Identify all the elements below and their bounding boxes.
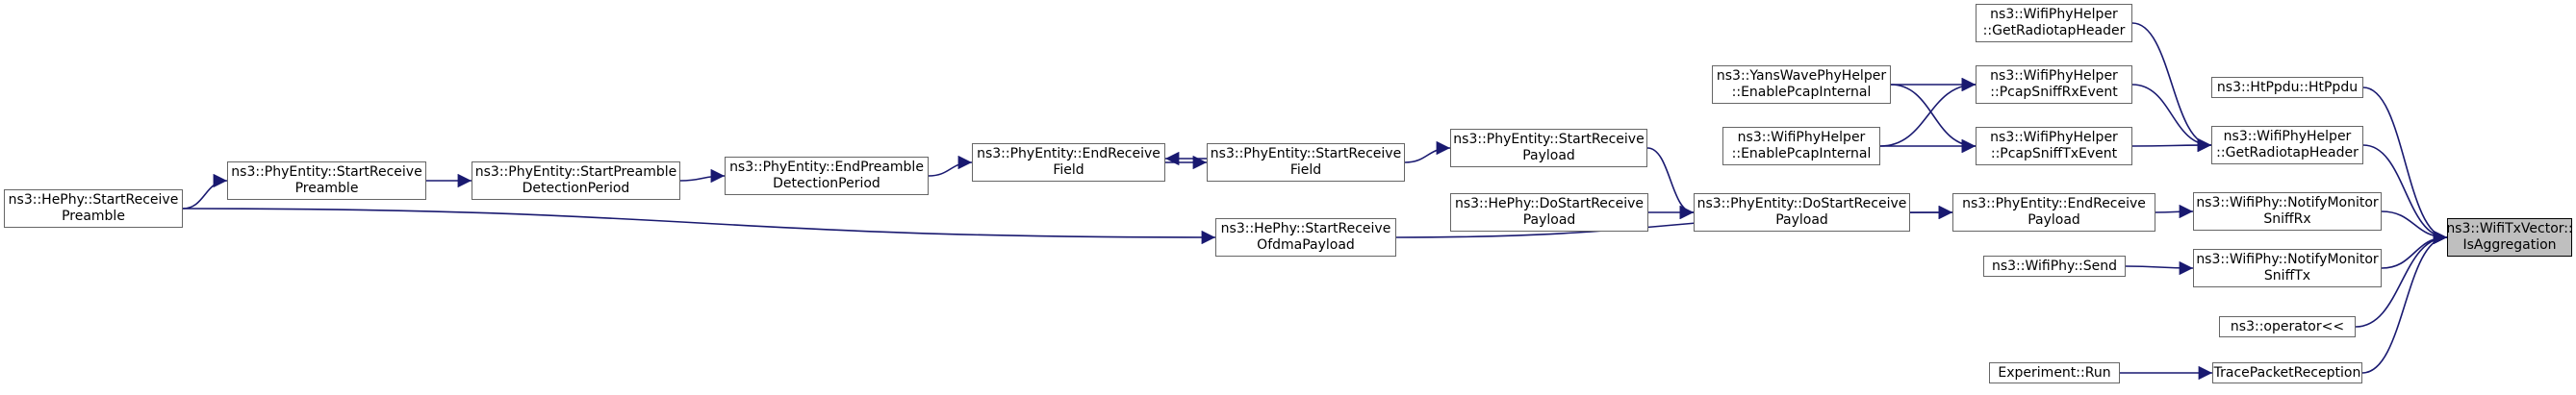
node-label-line: ns3::WifiPhyHelper <box>1990 7 2118 22</box>
node-label-line: ns3::WifiTxVector:: <box>2446 221 2573 236</box>
node-label-line: OfdmaPayload <box>1257 237 1355 253</box>
edge-wifienable-to-pcaprx <box>1879 77 1977 147</box>
edge-yans-to-pcaptx <box>1890 84 1977 154</box>
node-label-line: Preamble <box>62 209 125 224</box>
node-label-line: ::GetRadiotapHeader <box>2216 145 2359 160</box>
node-label-line: ns3::WifiPhy::NotifyMonitor <box>2196 195 2379 210</box>
node-yans[interactable]: ns3::YansWavePhyHelper::EnablePcapIntern… <box>1712 65 1891 104</box>
edge-htppdu-to-istx <box>2362 86 2448 245</box>
node-getrad_top[interactable]: ns3::WifiPhyHelper::GetRadiotapHeader <box>1976 4 2132 42</box>
node-label-line: ns3::WifiPhyHelper <box>2223 129 2352 144</box>
node-label-line: ns3::PhyEntity::StartReceive <box>231 164 422 180</box>
node-label-line: Payload <box>1522 148 1575 163</box>
edge-startrxpay-to-dostartrx <box>1646 147 1695 220</box>
node-label-line: Field <box>1289 162 1322 178</box>
node-oplt[interactable]: ns3::operator<< <box>2219 316 2356 337</box>
node-send[interactable]: ns3::WifiPhy::Send <box>1983 256 2126 277</box>
node-wifienable[interactable]: ns3::WifiPhyHelper::EnablePcapInternal <box>1722 127 1880 165</box>
node-label-line: ::EnablePcapInternal <box>1731 146 1872 161</box>
node-label-line: Field <box>1053 162 1084 178</box>
node-label-line: ns3::WifiPhyHelper <box>1990 130 2118 145</box>
node-label-line: IsAggregation <box>2462 237 2557 253</box>
node-label-line: ns3::HtPpdu::HtPpdu <box>2216 79 2359 95</box>
node-label-line: ::EnablePcapInternal <box>1731 85 1872 100</box>
node-label-line: ns3::WifiPhyHelper <box>1737 130 1866 145</box>
node-htppdu[interactable]: ns3::HtPpdu::HtPpdu <box>2211 77 2363 98</box>
node-label-line: Payload <box>2028 212 2080 228</box>
node-label-line: SniffTx <box>2263 268 2311 284</box>
edge-oplt-to-istx <box>2355 230 2448 328</box>
node-label-line: ::PcapSniffTxEvent <box>1990 146 2118 161</box>
edge-send-to-snifftx <box>2125 260 2194 276</box>
node-label-line: Preamble <box>294 181 359 196</box>
node-pcaptx[interactable]: ns3::WifiPhyHelper::PcapSniffTxEvent <box>1976 127 2132 165</box>
node-exprun[interactable]: Experiment::Run <box>1989 362 2120 383</box>
edge-startpredet-to-endpre <box>679 168 726 184</box>
node-label-line: SniffRx <box>2263 211 2311 227</box>
edge-startrxfield-to-startrxpay <box>1404 140 1451 163</box>
node-label-line: ::PcapSniffRxEvent <box>1990 85 2118 100</box>
edge-endpre-to-endrxfield <box>928 155 973 177</box>
edge-hestartpre-to-startrxpre <box>182 173 228 210</box>
node-label-line: Payload <box>1775 212 1828 228</box>
node-label-line: DetectionPeriod <box>522 181 630 196</box>
edge-pcaprx-to-getrad <box>2131 84 2212 153</box>
node-label-line: Payload <box>1522 212 1576 228</box>
node-label-line: ns3::HePhy::StartReceive <box>8 192 179 208</box>
node-getrad[interactable]: ns3::WifiPhyHelper::GetRadiotapHeader <box>2211 126 2363 164</box>
node-label-line: Experiment::Run <box>1998 364 2111 381</box>
node-label-line: ns3::PhyEntity::StartReceive <box>1210 146 1402 161</box>
node-label-line: ns3::WifiPhy::Send <box>1991 258 2118 274</box>
node-label-line: ns3::HePhy::DoStartReceive <box>1454 196 1645 211</box>
edge-endrxpay-to-sniffrx <box>2155 204 2194 219</box>
edge-getrad_top-to-getrad <box>2131 22 2212 153</box>
node-pcaprx[interactable]: ns3::WifiPhyHelper::PcapSniffRxEvent <box>1976 65 2132 104</box>
edge-hestartpre-to-hestartofdma <box>182 208 1216 245</box>
node-label-line: ns3::PhyEntity::EndReceive <box>977 146 1160 161</box>
edge-pcaptx-to-getrad <box>2131 137 2212 153</box>
node-istx: ns3::WifiTxVector::IsAggregation <box>2446 218 2573 257</box>
node-label-line: TracePacketReception <box>2213 364 2361 381</box>
node-label-line: ns3::WifiPhyHelper <box>1990 68 2118 84</box>
node-label-line: ns3::YansWavePhyHelper <box>1716 68 1887 84</box>
node-label-line: ns3::PhyEntity::DoStartReceive <box>1696 196 1907 211</box>
node-label-line: ns3::PhyEntity::EndReceive <box>1962 196 2146 211</box>
node-label-line: ns3::PhyEntity::EndPreamble <box>729 160 924 175</box>
node-tracepr[interactable]: TracePacketReception <box>2212 362 2362 383</box>
node-label-line: ::GetRadiotapHeader <box>1982 23 2126 38</box>
edge-snifftx-to-istx <box>2381 230 2448 269</box>
node-label-line: ns3::PhyEntity::StartPreamble <box>474 164 677 180</box>
node-label-line: ns3::WifiPhy::NotifyMonitor <box>2196 252 2379 267</box>
node-label-line: ns3::PhyEntity::StartReceive <box>1453 132 1645 147</box>
node-label-line: ns3::HePhy::StartReceive <box>1220 221 1391 236</box>
node-label-line: ns3::operator<< <box>2230 318 2345 334</box>
edge-tracepr-to-istx <box>2361 230 2448 374</box>
node-label-line: DetectionPeriod <box>773 176 880 191</box>
